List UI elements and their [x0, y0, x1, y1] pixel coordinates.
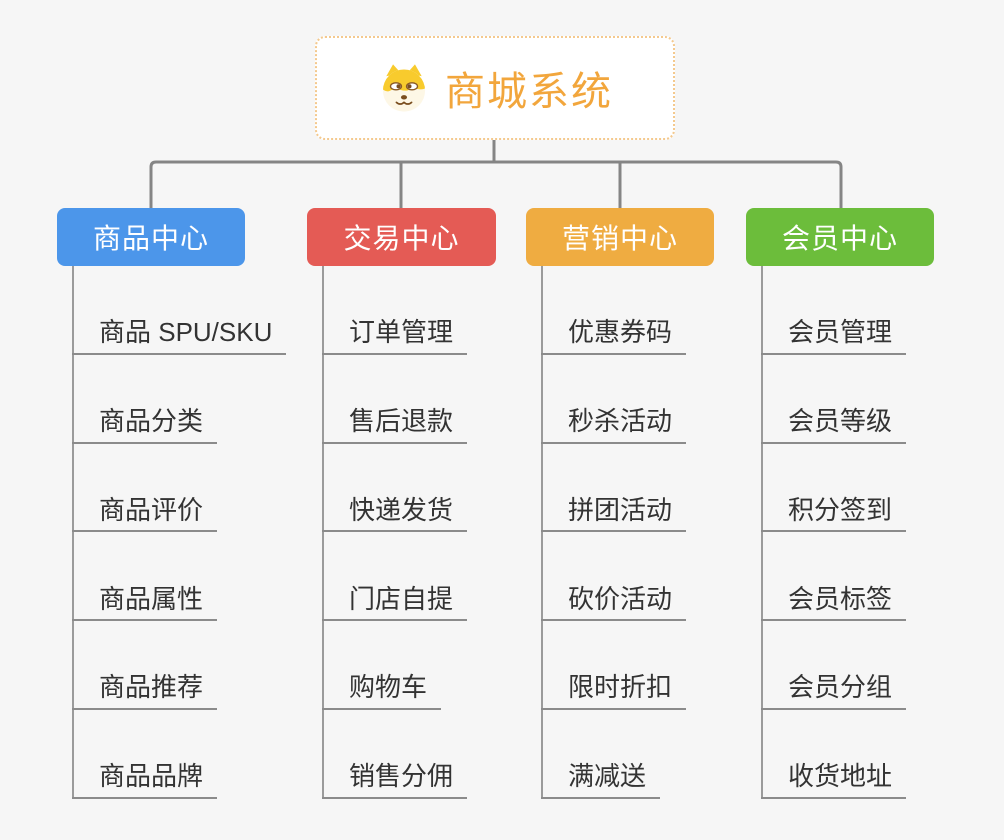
dog-face-icon	[382, 64, 426, 112]
leaf-label: 秒杀活动	[568, 406, 673, 436]
branch-label: 营销中心	[561, 223, 678, 254]
leaf-label: 商品评价	[99, 494, 204, 525]
leaf-node[interactable]: 收货地址	[761, 710, 907, 799]
leaf-label: 积分签到	[788, 494, 893, 525]
leaf-label: 订单管理	[349, 317, 454, 348]
leaf-label: 砍价活动	[568, 583, 673, 614]
leaf-node[interactable]: 满减送	[541, 710, 661, 799]
leaf-node[interactable]: 售后退款	[322, 355, 468, 444]
leaf-node[interactable]: 商品属性	[72, 532, 218, 622]
leaf-node[interactable]: 会员标签	[761, 532, 907, 622]
leaf-label: 快递发货	[349, 494, 454, 525]
leaf-label: 收货地址	[788, 761, 893, 792]
leaf-label: 拼团活动	[568, 494, 673, 525]
branch-items-marketing: 优惠券码 秒杀活动 拼团活动 砍价活动 限时折扣 满减送	[541, 266, 687, 799]
leaf-node[interactable]: 限时折扣	[541, 621, 687, 710]
leaf-label: 满减送	[568, 761, 647, 792]
leaf-label: 商品属性	[99, 583, 204, 614]
leaf-node[interactable]: 积分签到	[761, 444, 907, 533]
leaf-node[interactable]: 商品品牌	[72, 710, 218, 799]
leaf-node[interactable]: 会员等级	[761, 355, 907, 444]
leaf-label: 商品推荐	[99, 672, 204, 703]
leaf-node[interactable]: 商品推荐	[72, 621, 218, 710]
branch-label: 交易中心	[343, 223, 460, 254]
branch-items-product: 商品 SPU/SKU 商品分类 商品评价 商品属性 商品推荐 商品品牌	[72, 266, 287, 799]
leaf-label: 会员等级	[788, 406, 893, 436]
branch-label: 商品中心	[92, 223, 209, 254]
branch-items-member: 会员管理 会员等级 积分签到 会员标签 会员分组 收货地址	[761, 266, 907, 799]
branch-items-trade: 订单管理 售后退款 快递发货 门店自提 购物车 销售分佣	[322, 266, 468, 799]
leaf-label: 商品分类	[99, 406, 204, 436]
leaf-node[interactable]: 秒杀活动	[541, 355, 687, 444]
branch-node-marketing[interactable]: 营销中心	[526, 208, 714, 266]
root-node[interactable]: 商城系统	[315, 36, 675, 140]
leaf-label: 商品品牌	[99, 761, 204, 792]
leaf-node[interactable]: 优惠券码	[541, 266, 687, 355]
leaf-label: 优惠券码	[568, 317, 673, 348]
leaf-label: 会员管理	[788, 317, 893, 348]
leaf-label: 会员分组	[788, 672, 893, 703]
leaf-label: 门店自提	[349, 583, 454, 614]
leaf-label: 限时折扣	[568, 672, 673, 703]
branch-node-trade[interactable]: 交易中心	[307, 208, 496, 266]
leaf-node[interactable]: 商品评价	[72, 444, 218, 533]
leaf-node[interactable]: 订单管理	[322, 266, 468, 355]
leaf-node[interactable]: 会员分组	[761, 621, 907, 710]
leaf-label: 购物车	[349, 672, 428, 703]
branch-label: 会员中心	[781, 223, 898, 254]
leaf-node[interactable]: 会员管理	[761, 266, 907, 355]
leaf-label: 销售分佣	[349, 761, 454, 792]
leaf-node[interactable]: 商品分类	[72, 355, 218, 444]
leaf-label: 售后退款	[349, 406, 454, 436]
branch-node-product[interactable]: 商品中心	[57, 208, 245, 266]
branch-node-member[interactable]: 会员中心	[746, 208, 934, 266]
leaf-label: 商品 SPU/SKU	[99, 317, 273, 348]
leaf-node[interactable]: 购物车	[322, 621, 442, 710]
leaf-node[interactable]: 拼团活动	[541, 444, 687, 533]
leaf-node[interactable]: 商品 SPU/SKU	[72, 266, 287, 355]
leaf-node[interactable]: 快递发货	[322, 444, 468, 533]
leaf-node[interactable]: 门店自提	[322, 532, 468, 622]
leaf-node[interactable]: 砍价活动	[541, 532, 687, 622]
leaf-node[interactable]: 销售分佣	[322, 710, 468, 799]
leaf-label: 会员标签	[788, 583, 893, 614]
root-title: 商城系统	[445, 70, 613, 114]
